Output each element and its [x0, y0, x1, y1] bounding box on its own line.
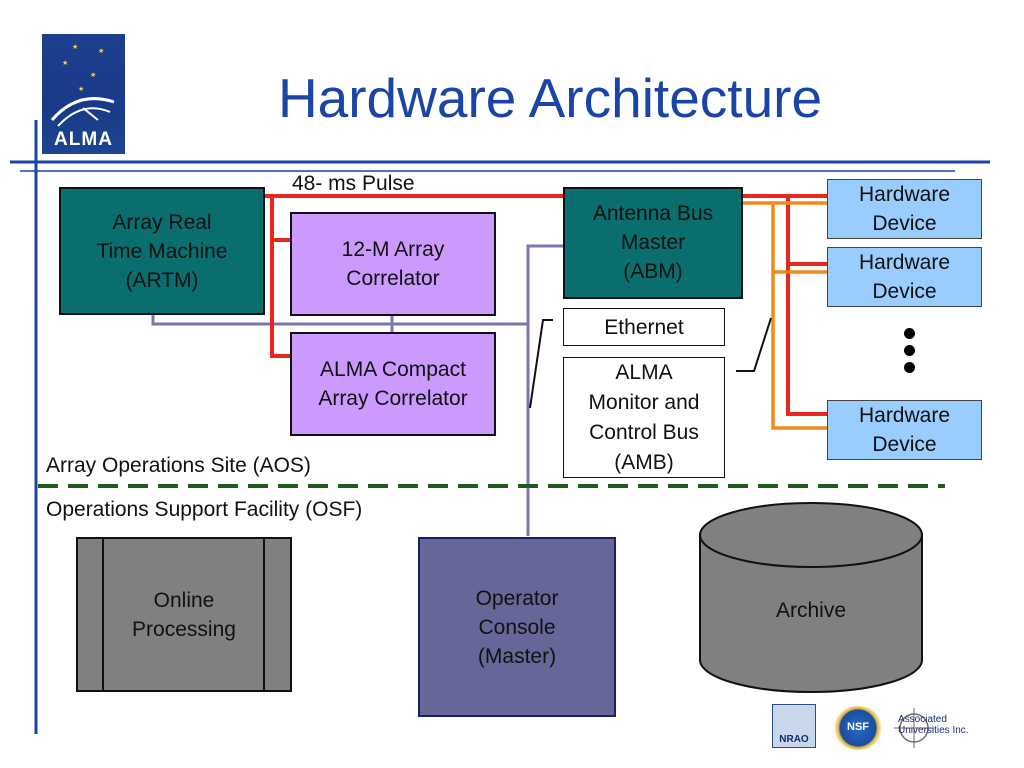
- hardware-device-label: Hardware Device: [858, 251, 951, 303]
- hardware-device-box: Hardware Device: [827, 400, 982, 460]
- aui-logo: Associated Universities Inc.: [894, 706, 980, 750]
- nrao-logo-text: NRAO: [779, 734, 809, 745]
- slide-title: Hardware Architecture: [277, 67, 823, 129]
- pulse-lines: [264, 194, 828, 416]
- more-devices-ellipsis-icon: [904, 328, 916, 379]
- alma-logo: ★ ★ ★ ★ ★ ALMA: [42, 34, 125, 154]
- abm-label: Antenna Bus Master (ABM): [592, 202, 714, 283]
- aos-label: Array Operations Site (AOS): [46, 454, 311, 477]
- archive-cylinder: [699, 502, 923, 693]
- nrao-logo: NRAO: [772, 704, 816, 748]
- abm-box: Antenna Bus Master (ABM): [563, 187, 743, 299]
- amb-label: ALMA Monitor and Control Bus (AMB): [588, 360, 700, 474]
- online-processing-divider: [263, 537, 265, 692]
- online-processing-divider: [102, 537, 104, 692]
- correlator-12m-box: 12-M Array Correlator: [290, 212, 496, 316]
- operator-console-box: Operator Console (Master): [418, 537, 616, 717]
- bracket-lines: [529, 317, 772, 409]
- compact-correlator-label: ALMA Compact Array Correlator: [318, 358, 468, 410]
- amb-box: ALMA Monitor and Control Bus (AMB): [563, 357, 725, 478]
- correlator-12m-label: 12-M Array Correlator: [341, 238, 445, 290]
- ethernet-lines: [151, 244, 564, 536]
- antenna-dish-icon: [50, 97, 115, 127]
- archive-label: Archive: [775, 599, 847, 622]
- logo-text: ALMA: [54, 129, 113, 150]
- artm-label: Array Real Time Machine (ARTM): [96, 210, 228, 292]
- hardware-device-label: Hardware Device: [858, 183, 951, 235]
- bus-lines: [742, 201, 828, 430]
- hardware-device-label: Hardware Device: [858, 404, 951, 456]
- operator-console-label: Operator Console (Master): [475, 586, 559, 668]
- online-processing-label: Online Processing: [132, 588, 236, 641]
- aui-crosshair-icon: [894, 708, 934, 748]
- osf-label: Operations Support Facility (OSF): [46, 498, 363, 521]
- artm-box: Array Real Time Machine (ARTM): [59, 187, 265, 315]
- hardware-device-box: Hardware Device: [827, 247, 982, 307]
- ethernet-label: Ethernet: [604, 315, 684, 339]
- aui-logo-text: Associated Universities Inc.: [898, 714, 969, 736]
- ethernet-box: Ethernet: [563, 308, 725, 346]
- nsf-logo: NSF: [834, 706, 882, 750]
- nsf-logo-text: NSF: [847, 721, 869, 733]
- compact-correlator-box: ALMA Compact Array Correlator: [290, 332, 496, 436]
- hardware-device-box: Hardware Device: [827, 179, 982, 239]
- pulse-label: 48- ms Pulse: [292, 172, 415, 195]
- online-processing-box: [76, 537, 292, 692]
